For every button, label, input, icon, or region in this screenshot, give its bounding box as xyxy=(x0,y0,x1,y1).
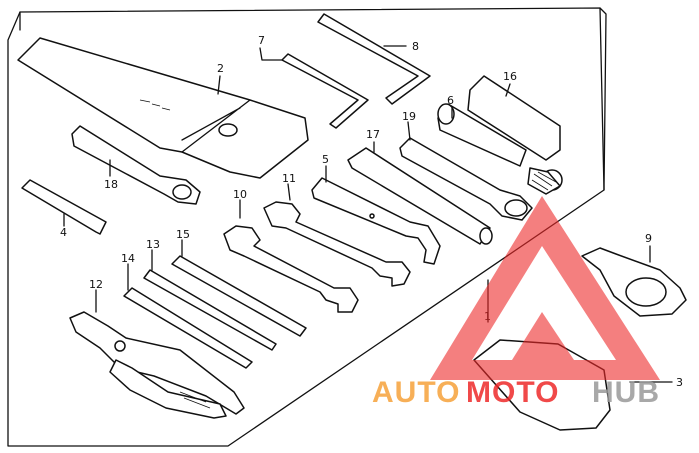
screwdriver-13 xyxy=(143,269,277,351)
tool-bag xyxy=(17,37,309,179)
part-number-4: 4 xyxy=(60,226,67,239)
screwdriver-handle xyxy=(347,147,493,245)
spark-plug-socket xyxy=(437,103,527,167)
ratchet-cap xyxy=(581,247,687,317)
part-number-18: 18 xyxy=(104,178,118,191)
watermark-auto: AUTO xyxy=(372,376,460,409)
part-number-12: 12 xyxy=(89,278,103,291)
watermark-logo: AUTO MOTO HUB xyxy=(372,196,660,409)
double-open-wrench-11 xyxy=(263,201,411,287)
double-open-wrench-10 xyxy=(223,225,359,313)
pliers xyxy=(69,311,245,419)
part-number-11: 11 xyxy=(282,172,296,185)
large-hex-key xyxy=(317,13,431,105)
open-end-wrench-5 xyxy=(311,177,441,265)
pin-spanner xyxy=(71,125,201,205)
watermark-hub: HUB xyxy=(592,376,660,409)
part-number-labels: 7 8 2 16 6 19 17 5 11 10 15 13 14 12 18 … xyxy=(60,34,683,389)
watermark-triangle-icon xyxy=(430,196,660,380)
part-number-17: 17 xyxy=(366,128,380,141)
part-number-15: 15 xyxy=(176,228,190,241)
part-number-6: 6 xyxy=(447,94,454,107)
flat-bar xyxy=(21,179,107,235)
screwdriver-15 xyxy=(171,255,307,337)
box-wrench xyxy=(399,137,533,221)
part-number-10: 10 xyxy=(233,188,247,201)
part-number-16: 16 xyxy=(503,70,517,83)
socket-tube xyxy=(467,75,563,195)
part-number-14: 14 xyxy=(121,252,135,265)
part-number-7: 7 xyxy=(258,34,265,47)
part-number-2: 2 xyxy=(217,62,224,75)
part-number-19: 19 xyxy=(402,110,416,123)
part-number-13: 13 xyxy=(146,238,160,251)
part-number-3: 3 xyxy=(676,376,683,389)
small-hex-key xyxy=(281,53,369,129)
part-number-8: 8 xyxy=(412,40,419,53)
watermark-moto: MOTO xyxy=(466,376,559,409)
tool-tray-outline xyxy=(7,7,607,447)
part-number-9: 9 xyxy=(645,232,652,245)
screwdriver-14 xyxy=(123,287,253,369)
part-number-5: 5 xyxy=(322,153,329,166)
